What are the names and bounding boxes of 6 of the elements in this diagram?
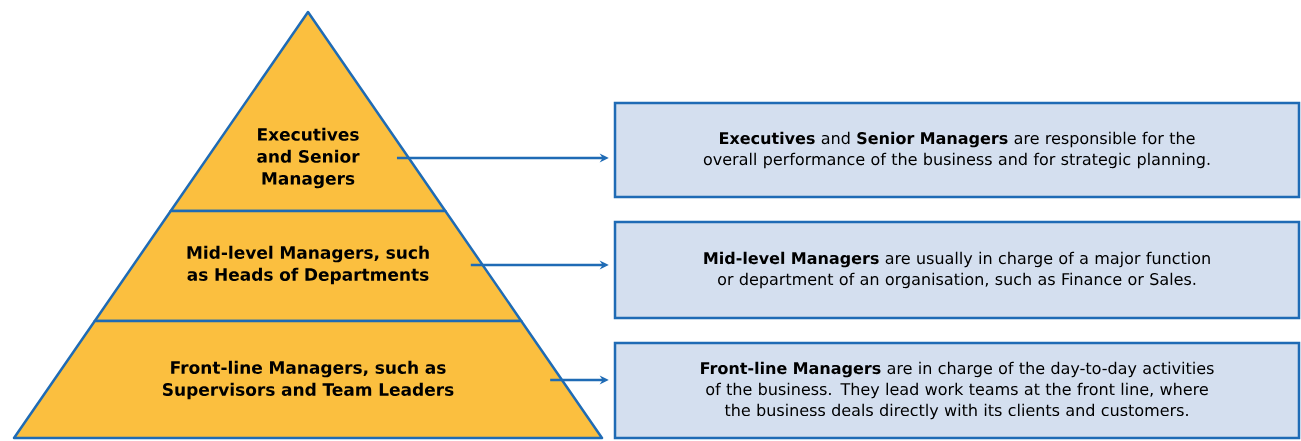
description-box: Front-line Managers are in charge of the day-to-day activities of the business. They lead work teams at the front line, where the business deals directly with its clients and customers. <box>613 341 1301 440</box>
pyramid-level: Executives and Senior Managers <box>169 10 447 213</box>
pyramid-level: Mid-level Managers, such as Heads of Departments <box>93 209 523 323</box>
pyramid-level: Front-line Managers, such as Supervisors and Team Leaders <box>12 319 604 440</box>
description-box: Executives and Senior Managers are responsible for the overall performance of the business and for strategic planning. <box>613 101 1301 199</box>
description-box: Mid-level Managers are usually in charge of a major function or department of an organisation, such as Finance or Sales. <box>613 220 1301 320</box>
